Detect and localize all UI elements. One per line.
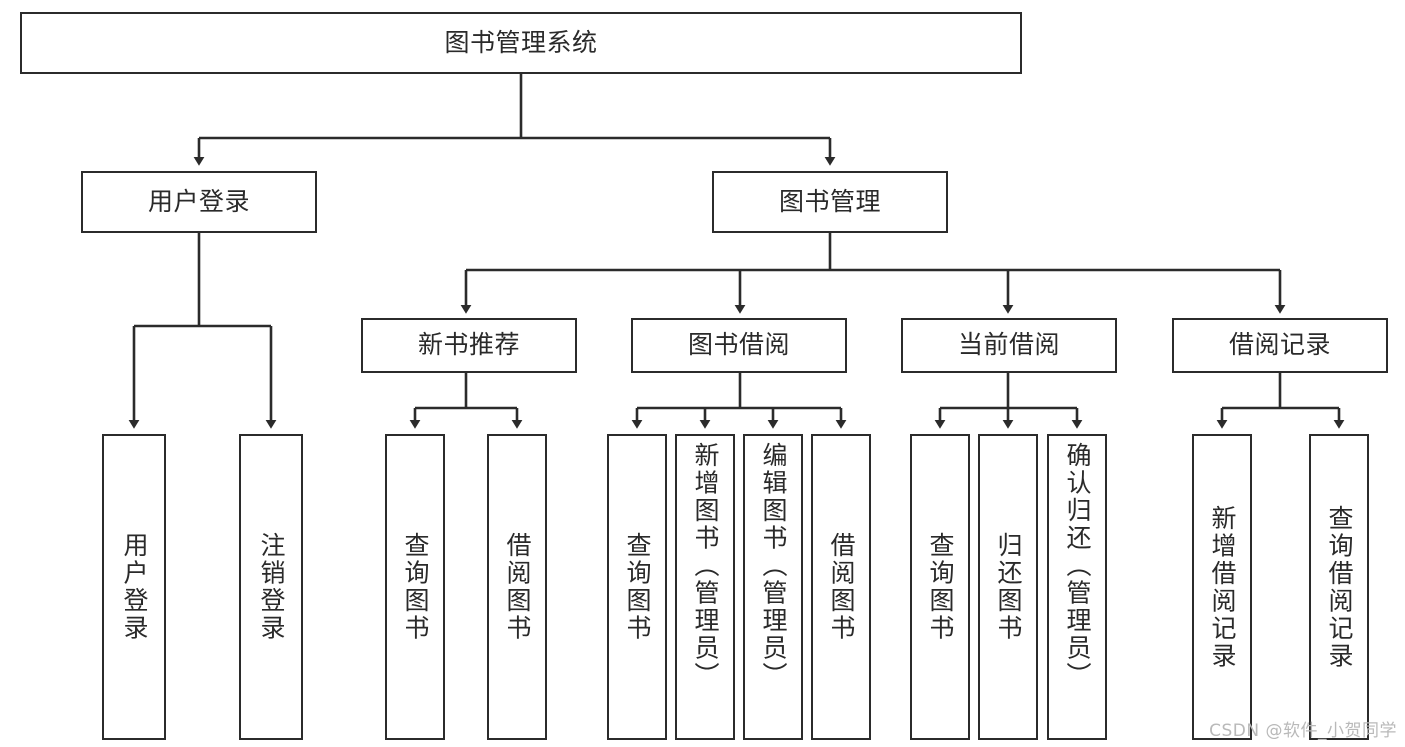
node-leaf-query-record[interactable]: 查询借阅记录 (1309, 434, 1369, 740)
node-leaf-add-record[interactable]: 新增借阅记录 (1192, 434, 1252, 740)
node-user-login-label: 用户登录 (147, 186, 250, 216)
node-leaf-borrow-book-2[interactable]: 借阅图书 (811, 434, 871, 740)
node-leaf-query-book-3[interactable]: 查询图书 (910, 434, 970, 740)
node-leaf-user-login[interactable]: 用户登录 (102, 434, 166, 740)
node-leaf-query-book-1[interactable]: 查询图书 (385, 434, 445, 740)
node-leaf-add-book-label: 新增图书（管理员） (691, 442, 720, 690)
node-leaf-query-book-3-label: 查询图书 (926, 532, 955, 642)
node-user-login[interactable]: 用户登录 (81, 171, 317, 233)
node-new-book-recommend[interactable]: 新书推荐 (361, 318, 577, 373)
node-leaf-query-record-label: 查询借阅记录 (1325, 504, 1354, 670)
node-new-book-recommend-label: 新书推荐 (417, 330, 520, 360)
node-leaf-return-book-label: 归还图书 (994, 532, 1023, 642)
node-leaf-borrow-book-2-label: 借阅图书 (827, 532, 856, 642)
node-borrow-record-label: 借阅记录 (1228, 330, 1331, 360)
node-leaf-logout-login-label: 注销登录 (257, 532, 286, 642)
node-book-manage[interactable]: 图书管理 (712, 171, 948, 233)
node-leaf-edit-book-label: 编辑图书（管理员） (759, 442, 788, 690)
node-root[interactable]: 图书管理系统 (20, 12, 1022, 74)
watermark-text: CSDN @软件_小贺同学 (1209, 721, 1397, 741)
node-borrow-record[interactable]: 借阅记录 (1172, 318, 1388, 373)
node-current-borrow[interactable]: 当前借阅 (901, 318, 1117, 373)
node-leaf-query-book-1-label: 查询图书 (401, 532, 430, 642)
node-leaf-user-login-label: 用户登录 (120, 532, 149, 642)
node-book-borrow[interactable]: 图书借阅 (631, 318, 847, 373)
node-leaf-add-book[interactable]: 新增图书（管理员） (675, 434, 735, 740)
node-book-manage-label: 图书管理 (778, 186, 881, 216)
node-leaf-borrow-book-1[interactable]: 借阅图书 (487, 434, 547, 740)
node-leaf-confirm-return[interactable]: 确认归还（管理员） (1047, 434, 1107, 740)
node-leaf-return-book[interactable]: 归还图书 (978, 434, 1038, 740)
node-leaf-logout-login[interactable]: 注销登录 (239, 434, 303, 740)
node-book-borrow-label: 图书借阅 (687, 330, 790, 360)
node-current-borrow-label: 当前借阅 (957, 330, 1060, 360)
node-leaf-edit-book[interactable]: 编辑图书（管理员） (743, 434, 803, 740)
node-leaf-add-record-label: 新增借阅记录 (1208, 504, 1237, 670)
node-leaf-query-book-2[interactable]: 查询图书 (607, 434, 667, 740)
node-root-label: 图书管理系统 (444, 27, 598, 57)
node-leaf-confirm-return-label: 确认归还（管理员） (1063, 442, 1092, 690)
node-leaf-borrow-book-1-label: 借阅图书 (503, 532, 532, 642)
node-leaf-query-book-2-label: 查询图书 (623, 532, 652, 642)
